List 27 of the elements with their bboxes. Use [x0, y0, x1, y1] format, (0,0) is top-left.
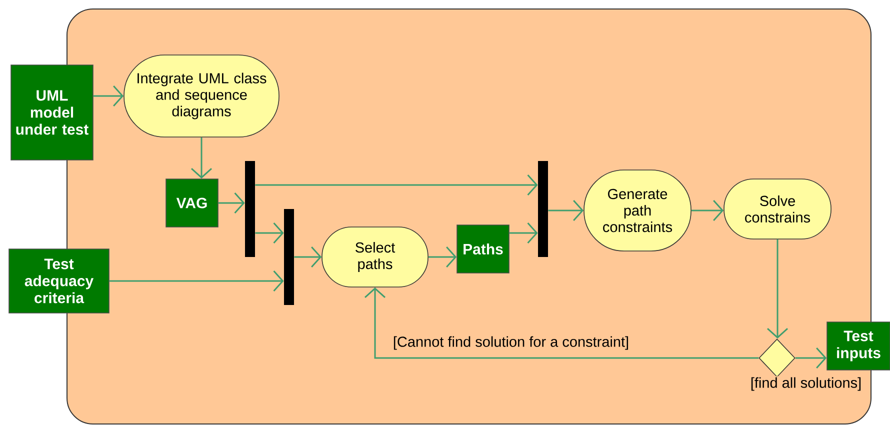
object-box: Test adequacy criteria: [8, 248, 110, 314]
object-box: VAG: [166, 178, 218, 228]
edge-label: [Cannot find solution for a constraint]: [392, 335, 630, 351]
object-box: Paths: [456, 224, 510, 274]
arrow: [364, 287, 759, 359]
arrow: [767, 239, 788, 339]
sync-bar: [245, 161, 255, 257]
arrow: [294, 246, 322, 268]
object-box: UML model under test: [10, 64, 94, 160]
object-box: Test inputs: [826, 322, 890, 370]
arrow: [109, 270, 284, 292]
arrow: [255, 174, 538, 196]
arrow: [428, 246, 457, 268]
arrow: [691, 200, 724, 221]
arrow: [191, 137, 212, 179]
arrow: [255, 222, 284, 244]
sync-bar: [284, 209, 294, 305]
arrow: [218, 192, 245, 214]
arrow: [509, 222, 538, 244]
action-box: Generate path constraints: [584, 170, 692, 252]
arrow: [93, 86, 124, 106]
decision-diamond: [758, 338, 796, 378]
arrow: [548, 200, 584, 221]
action-box: Select paths: [322, 226, 428, 288]
edge-label: [find all solutions]: [749, 376, 863, 392]
sync-bar: [538, 161, 548, 257]
arrow: [795, 348, 827, 368]
